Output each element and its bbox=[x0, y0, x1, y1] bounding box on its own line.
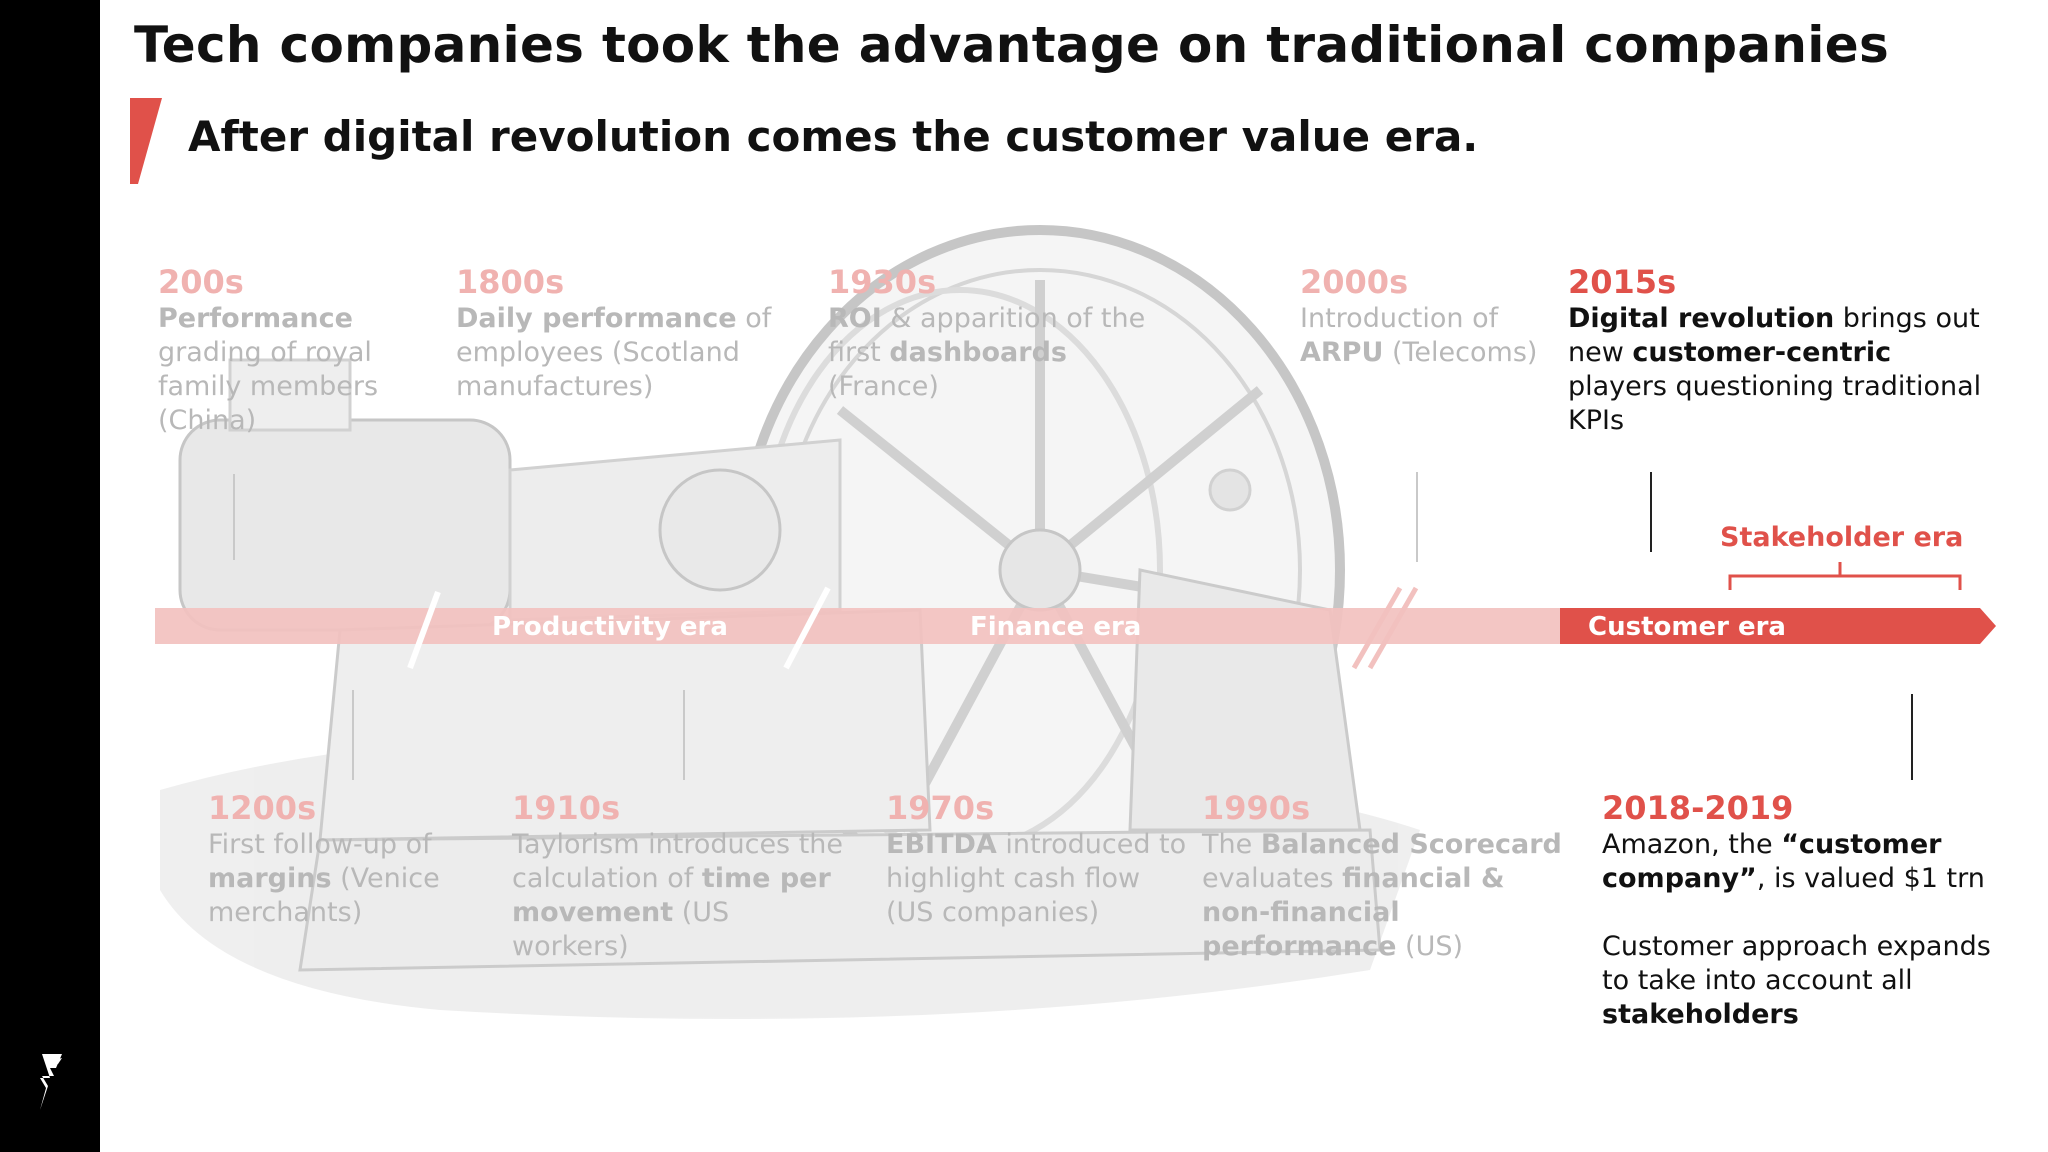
event-text: ROI & apparition of the first dashboards… bbox=[828, 302, 1168, 404]
brand-logo-icon bbox=[40, 1054, 62, 1110]
page-title: Tech companies took the advantage on tra… bbox=[134, 16, 1890, 74]
stakeholder-era-label: Stakeholder era bbox=[1720, 522, 1964, 553]
event-text-segment: (Telecoms) bbox=[1383, 337, 1538, 368]
event-bottom-1910s: 1910s Taylorism introduces the calculati… bbox=[512, 788, 852, 964]
event-text-segment: & apparition of the first bbox=[828, 303, 1146, 368]
event-year: 1200s bbox=[208, 789, 317, 827]
event-text-bold: time per movement bbox=[512, 863, 831, 928]
event-text: Taylorism introduces the calculation of … bbox=[512, 828, 852, 964]
event-top-1930s: 1930s ROI & apparition of the first dash… bbox=[828, 262, 1168, 404]
event-text-secondary: Customer approach expands to take into a… bbox=[1602, 930, 2022, 1032]
event-top-2000s: 2000s Introduction of ARPU (Telecoms) bbox=[1300, 262, 1550, 370]
event-bottom-2018-2019: 2018-2019 Amazon, the “customer company”… bbox=[1602, 788, 2022, 1032]
era-label-productivity: Productivity era bbox=[492, 612, 728, 642]
timeline-bar-past bbox=[155, 608, 1560, 644]
event-year: 2018-2019 bbox=[1602, 789, 1794, 827]
event-text-segment: brings out new bbox=[1568, 303, 1980, 368]
event-text-segment: Amazon, the bbox=[1602, 829, 1782, 860]
event-text-segment: (US workers) bbox=[512, 897, 730, 962]
event-text-segment: First follow-up of bbox=[208, 829, 432, 860]
accent-flag-icon bbox=[130, 98, 162, 184]
era-break-mark bbox=[1367, 586, 1419, 670]
event-text-bold: Performance bbox=[158, 303, 353, 334]
event-year: 1800s bbox=[456, 263, 565, 301]
page-subtitle: After digital revolution comes the custo… bbox=[188, 112, 1479, 161]
event-text-bold: customer-centric bbox=[1632, 337, 1892, 368]
event-text-segment: grading of royal family members (China) bbox=[158, 337, 379, 436]
event-text-segment: evaluates bbox=[1202, 863, 1343, 894]
event-text: The Balanced Scorecard evaluates financi… bbox=[1202, 828, 1582, 964]
event-text-segment: Taylorism introduces the calculation of bbox=[512, 829, 844, 894]
event-text-segment: Customer approach expands to take into a… bbox=[1602, 931, 1991, 996]
left-sidebar bbox=[0, 0, 100, 1152]
event-text-bold: stakeholders bbox=[1602, 999, 1799, 1030]
event-text-bold: dashboards bbox=[889, 337, 1067, 368]
event-text-segment: introduced to highlight cash flow (US co… bbox=[886, 829, 1187, 928]
event-text-bold: EBITDA bbox=[886, 829, 997, 860]
event-text-bold: Daily performance bbox=[456, 303, 737, 334]
event-text-bold: margins bbox=[208, 863, 332, 894]
event-text: First follow-up of margins (Venice merch… bbox=[208, 828, 478, 930]
era-break-mark bbox=[1351, 586, 1403, 670]
event-text-segment: of employees (Scotland manufactures) bbox=[456, 303, 772, 402]
event-year: 1990s bbox=[1202, 789, 1311, 827]
event-top-2015s: 2015s Digital revolution brings out new … bbox=[1568, 262, 1988, 438]
event-text-bold: financial & non-financial performance bbox=[1202, 863, 1505, 962]
event-text-segment: (US) bbox=[1396, 931, 1464, 962]
era-label-customer: Customer era bbox=[1588, 612, 1786, 642]
event-text-segment: , is valued $1 trn bbox=[1756, 863, 1985, 894]
event-text-bold: ROI bbox=[828, 303, 882, 334]
stakeholder-bracket bbox=[1728, 562, 1962, 590]
event-bottom-1990s: 1990s The Balanced Scorecard evaluates f… bbox=[1202, 788, 1582, 964]
event-bottom-1200s: 1200s First follow-up of margins (Venice… bbox=[208, 788, 478, 930]
event-year: 1930s bbox=[828, 263, 937, 301]
event-year: 200s bbox=[158, 263, 244, 301]
event-text-segment: (France) bbox=[828, 371, 939, 402]
event-text: Daily performance of employees (Scotland… bbox=[456, 302, 786, 404]
event-text: Digital revolution brings out new custom… bbox=[1568, 302, 1988, 438]
era-separator bbox=[407, 590, 441, 670]
event-text-segment: Introduction of bbox=[1300, 303, 1499, 334]
event-text-bold: Digital revolution bbox=[1568, 303, 1835, 334]
event-year: 2000s bbox=[1300, 263, 1409, 301]
event-year: 1910s bbox=[512, 789, 621, 827]
event-text: EBITDA introduced to highlight cash flow… bbox=[886, 828, 1196, 930]
event-text: Amazon, the “customer company”, is value… bbox=[1602, 828, 2022, 896]
event-text-bold: “customer company” bbox=[1602, 829, 1942, 894]
event-text-bold: ARPU bbox=[1300, 337, 1384, 368]
event-top-200s: 200s Performance grading of royal family… bbox=[158, 262, 418, 438]
event-text-bold: Balanced Scorecard bbox=[1260, 829, 1562, 860]
era-separator bbox=[783, 586, 831, 670]
event-year: 1970s bbox=[886, 789, 995, 827]
event-text-segment: players questioning traditional KPIs bbox=[1568, 371, 1982, 436]
event-text: Introduction of ARPU (Telecoms) bbox=[1300, 302, 1550, 370]
event-text-segment: The bbox=[1202, 829, 1261, 860]
event-text: Performance grading of royal family memb… bbox=[158, 302, 418, 438]
timeline-bar-customer bbox=[1560, 608, 1996, 644]
event-year: 2015s bbox=[1568, 263, 1677, 301]
event-top-1800s: 1800s Daily performance of employees (Sc… bbox=[456, 262, 786, 404]
era-label-finance: Finance era bbox=[970, 612, 1142, 642]
event-bottom-1970s: 1970s EBITDA introduced to highlight cas… bbox=[886, 788, 1196, 930]
event-text-segment: (Venice merchants) bbox=[208, 863, 440, 928]
